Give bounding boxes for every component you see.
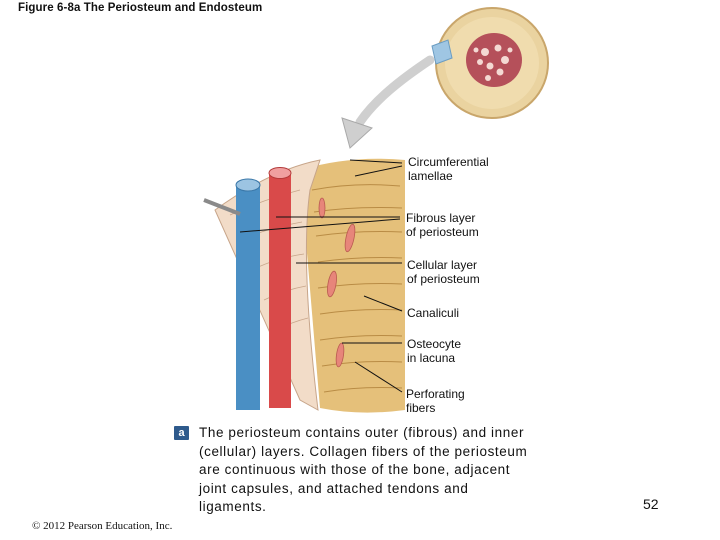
figure-caption: The periosteum contains outer (fibrous) … (199, 425, 528, 514)
figure-title: Figure 6-8a The Periosteum and Endosteum (18, 2, 263, 14)
periosteum-sheet (214, 159, 321, 411)
label-circumferential-lamellae: Circumferential lamellae (408, 155, 489, 183)
copyright-notice: © 2012 Pearson Education, Inc. (32, 520, 173, 532)
blood-vessels (203, 167, 292, 410)
page-number: 52 (643, 496, 659, 512)
label-perforating-fibers: Perforating fibers (406, 387, 465, 415)
leader-lines (239, 159, 403, 393)
bone-cross-section (431, 7, 549, 119)
compact-bone-block (300, 158, 405, 413)
label-osteocyte: Osteocyte in lacuna (407, 337, 462, 365)
magnification-arrow (341, 55, 435, 149)
caption-badge: a (174, 426, 189, 440)
label-cellular-layer: Cellular layer of periosteum (407, 258, 480, 286)
label-fibrous-layer: Fibrous layer of periosteum (406, 211, 479, 239)
label-canaliculi: Canaliculi (407, 306, 460, 320)
